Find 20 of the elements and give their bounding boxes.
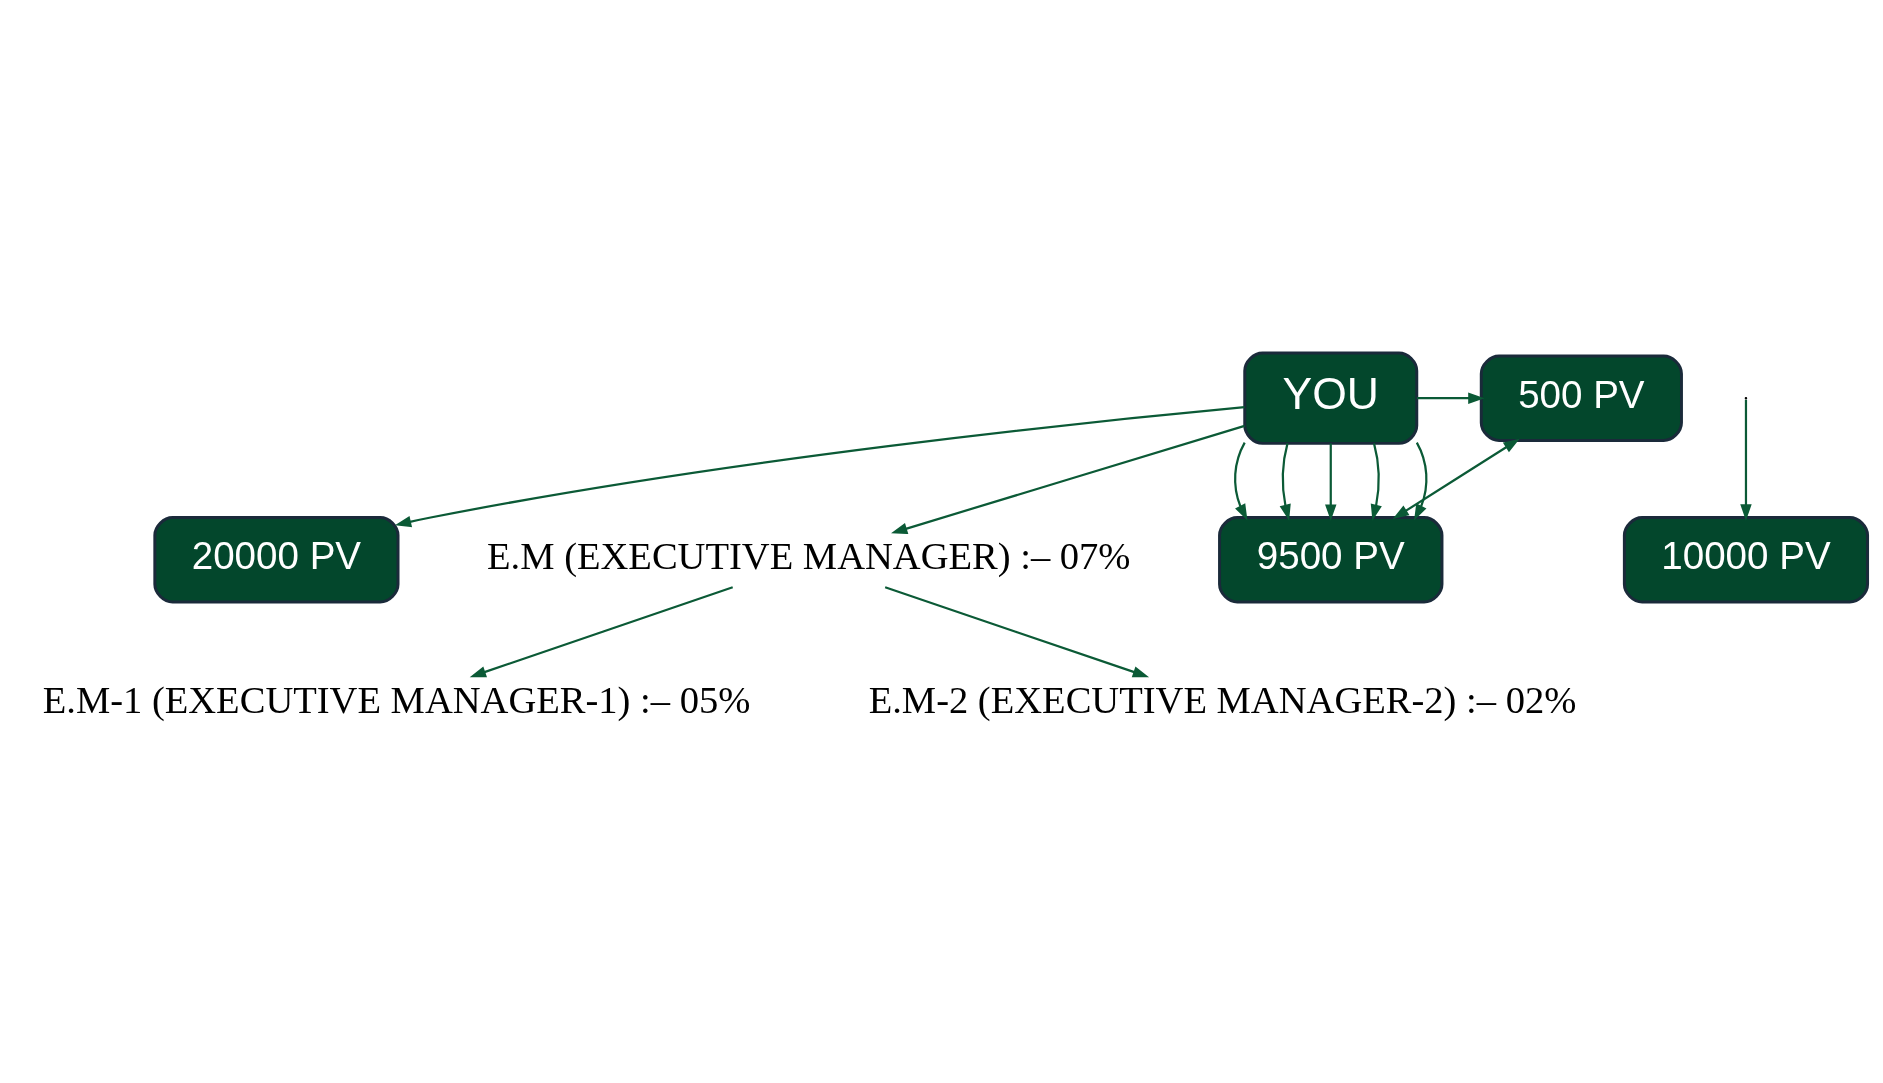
arrow xyxy=(1325,442,1337,521)
arrow xyxy=(1414,441,1428,521)
arrow xyxy=(394,405,1245,527)
node-text: E.M (EXECUTIVE MANAGER) :– 07% xyxy=(487,534,1131,577)
arrow xyxy=(469,585,734,677)
node-box: 500 PV xyxy=(1479,353,1683,442)
arrow xyxy=(1740,399,1752,521)
node-text: E.M-2 (EXECUTIVE MANAGER-2) :– 02% xyxy=(868,678,1577,721)
arrow xyxy=(1234,441,1248,521)
arrow xyxy=(891,424,1245,534)
node-box: 20000 PV xyxy=(153,515,400,604)
arrow xyxy=(1370,442,1382,521)
arrow xyxy=(1279,442,1291,521)
arrow xyxy=(884,585,1150,677)
arrow xyxy=(1392,438,1520,519)
node-box: 9500 PV xyxy=(1218,515,1444,604)
node-text: E.M-1 (EXECUTIVE MANAGER-1) :– 05% xyxy=(42,678,751,721)
node-box: 10000 PV xyxy=(1622,515,1870,604)
arrow xyxy=(1416,391,1485,404)
node-box: YOU xyxy=(1243,350,1419,445)
